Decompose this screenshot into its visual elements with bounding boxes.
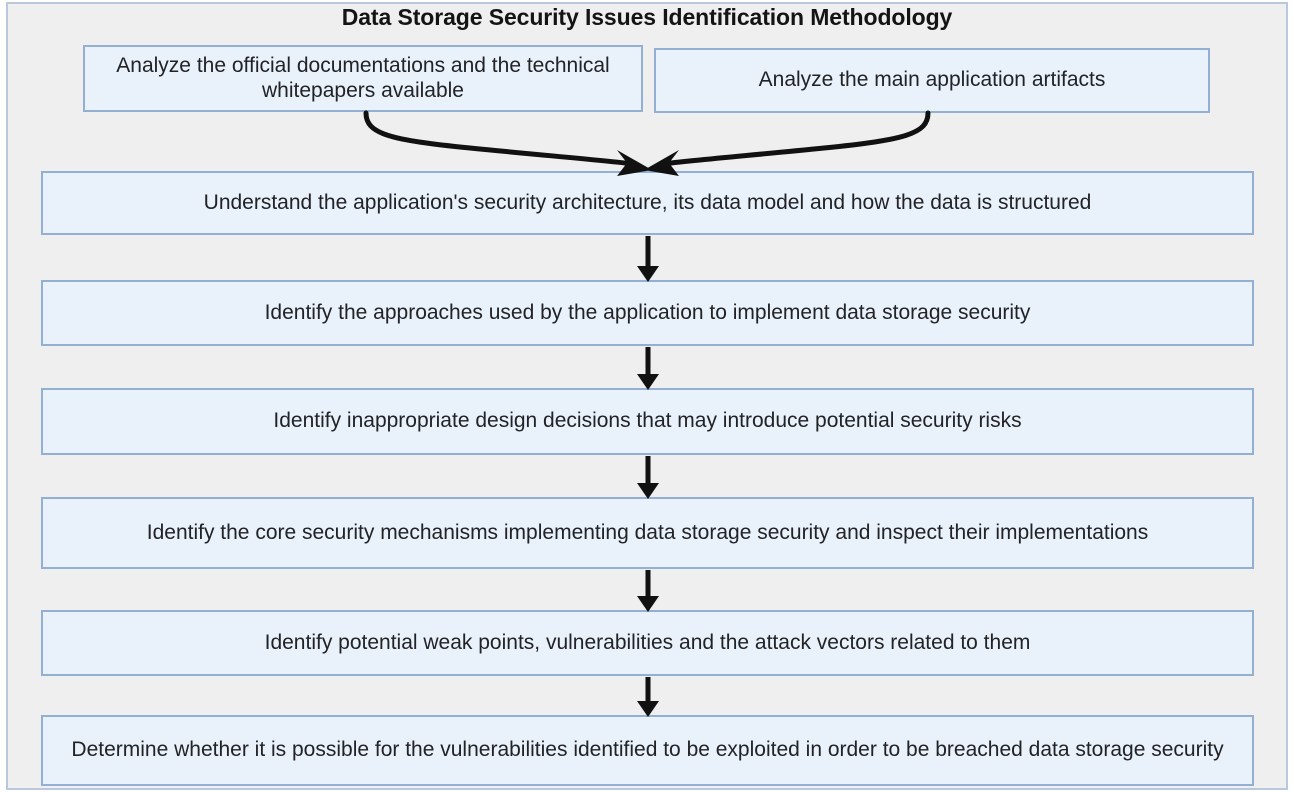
process-box-analyze-artifacts[interactable]: Analyze the main application artifacts (654, 48, 1210, 113)
process-box-understand-architecture[interactable]: Understand the application's security ar… (41, 171, 1254, 235)
process-box-label: Determine whether it is possible for the… (71, 738, 1224, 762)
process-box-label: Understand the application's security ar… (203, 190, 1092, 214)
process-box-label: Identify the core security mechanisms im… (146, 520, 1149, 544)
process-box-label: Identify inappropriate design decisions … (273, 409, 1022, 433)
process-box-label: Analyze the official documentations and … (116, 53, 610, 102)
process-box-analyze-documentation[interactable]: Analyze the official documentations and … (83, 45, 643, 112)
process-box-determine-exploitability[interactable]: Determine whether it is possible for the… (41, 715, 1254, 786)
process-box-label: Identify the approaches used by the appl… (264, 300, 1031, 324)
process-box-identify-core-mechanisms[interactable]: Identify the core security mechanisms im… (41, 497, 1254, 569)
page-title: Data Storage Security Issues Identificat… (341, 4, 953, 30)
process-box-label: Identify potential weak points, vulnerab… (264, 630, 1031, 654)
process-box-identify-design-decisions[interactable]: Identify inappropriate design decisions … (41, 388, 1254, 455)
process-box-label: Analyze the main application artifacts (758, 68, 1106, 92)
process-box-identify-weak-points[interactable]: Identify potential weak points, vulnerab… (41, 610, 1254, 676)
process-box-identify-approaches[interactable]: Identify the approaches used by the appl… (41, 280, 1254, 346)
